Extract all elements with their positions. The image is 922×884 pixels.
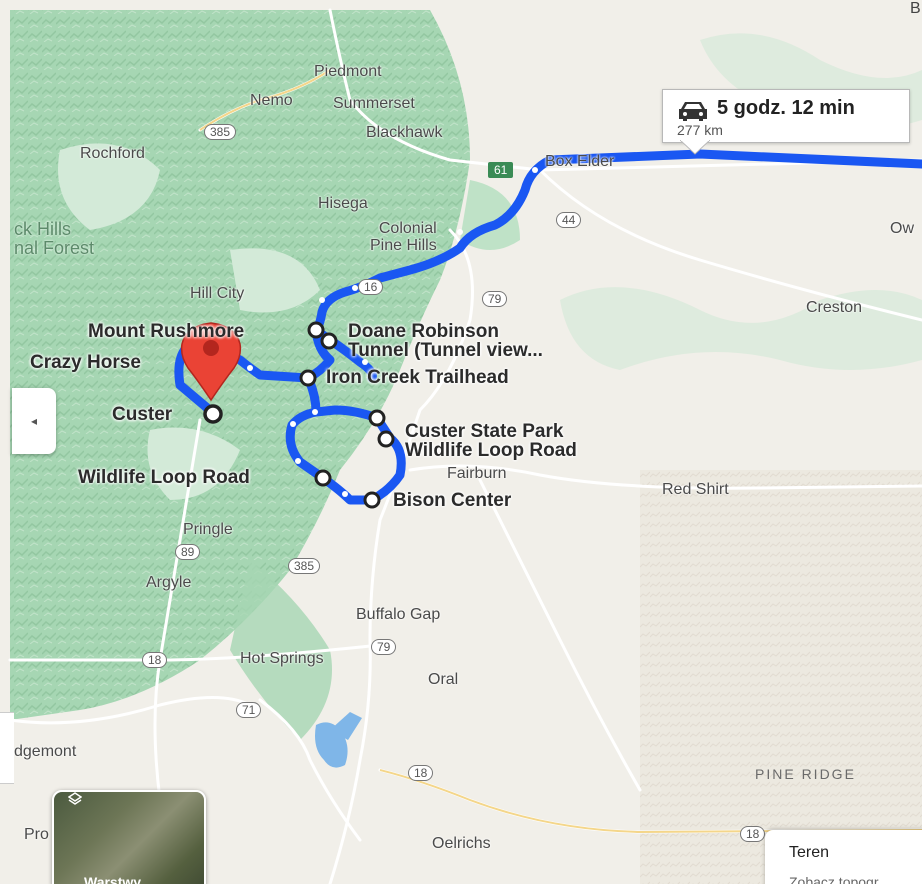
town-label-pro: Pro	[24, 826, 49, 843]
layers-icon	[68, 792, 82, 805]
layers-label: Warstwy	[84, 874, 142, 884]
town-label-buffalo-gap: Buffalo Gap	[356, 606, 441, 623]
town-label-summerset: Summerset	[333, 95, 415, 112]
chevron-left-icon: ◂	[30, 414, 38, 428]
road-shield-79-south: 79	[371, 639, 397, 655]
town-label-box-elder: Box Elder	[545, 153, 615, 170]
terrain-title: Teren	[789, 844, 830, 861]
road-shield-18-south: 18	[408, 765, 434, 781]
road-shield-18-east: 18	[740, 826, 766, 842]
town-label-colonial-pine-hills: Colonial Pine Hills	[370, 220, 437, 254]
region-label-pine-ridge: PINE RIDGE	[755, 766, 856, 782]
road-shield-16: 16	[358, 279, 384, 295]
road-shield-44: 44	[556, 212, 582, 228]
town-label-hisega: Hisega	[318, 195, 368, 212]
destination-label-custer[interactable]: Custer	[112, 404, 173, 425]
left-panel-edge	[0, 712, 14, 784]
waypoint-label-wildlife-loop[interactable]: Wildlife Loop Road	[78, 467, 250, 488]
road-shield-61: 61	[488, 162, 514, 178]
road-shield-385-north: 385	[204, 124, 237, 140]
town-label-rochford: Rochford	[80, 145, 145, 162]
region-label-black-hills-forest: ck Hills nal Forest	[14, 219, 95, 258]
town-label-argyle: Argyle	[146, 574, 192, 591]
road-shield-79-north: 79	[482, 291, 508, 307]
route-box-pointer	[680, 140, 710, 155]
town-label-oral: Oral	[428, 671, 459, 688]
collapse-panel-button[interactable]: ◂	[12, 388, 56, 454]
town-label-edgemont: dgemont	[14, 743, 77, 760]
route-info-box[interactable]: 5 godz. 12 min 277 km	[662, 89, 910, 143]
waypoint-label-custer-state-park[interactable]: Custer State Park Wildlife Loop Road	[405, 421, 577, 461]
terrain-subtitle: Zobacz topogr	[789, 874, 879, 884]
car-icon	[679, 102, 707, 121]
town-label-oelrichs: Oelrichs	[432, 835, 491, 852]
red-pin-icon[interactable]	[180, 322, 242, 402]
road-shield-71: 71	[236, 702, 262, 718]
road-shield-385-south: 385	[288, 558, 321, 574]
road-shield-89: 89	[175, 544, 201, 560]
town-label-hot-springs: Hot Springs	[240, 650, 324, 667]
waypoint-label-bison-center[interactable]: Bison Center	[393, 490, 512, 511]
waypoint-label-iron-creek[interactable]: Iron Creek Trailhead	[326, 367, 509, 388]
waypoint-label-crazy-horse[interactable]: Crazy Horse	[30, 352, 141, 373]
town-label-fairburn: Fairburn	[447, 465, 507, 482]
town-label-nemo: Nemo	[250, 92, 293, 109]
layers-button[interactable]: Warstwy	[52, 790, 206, 884]
town-label-top-corner: B	[910, 0, 921, 17]
road-shield-18-west: 18	[142, 652, 168, 668]
town-label-red-shirt: Red Shirt	[662, 481, 729, 498]
town-label-ow: Ow	[890, 220, 914, 237]
town-label-hill-city: Hill City	[190, 285, 245, 302]
terrain-panel[interactable]: Teren Zobacz topogr	[765, 830, 922, 884]
waypoint-label-doane-robinson[interactable]: Doane Robinson Tunnel (Tunnel view...	[348, 321, 543, 361]
town-label-piedmont: Piedmont	[314, 63, 382, 80]
route-distance: 277 km	[677, 122, 723, 138]
route-duration: 5 godz. 12 min	[717, 97, 855, 119]
town-label-blackhawk: Blackhawk	[366, 124, 443, 141]
town-label-creston: Creston	[806, 299, 863, 316]
waypoint-label-mount-rushmore[interactable]: Mount Rushmore	[88, 321, 245, 342]
town-label-pringle: Pringle	[183, 521, 233, 538]
